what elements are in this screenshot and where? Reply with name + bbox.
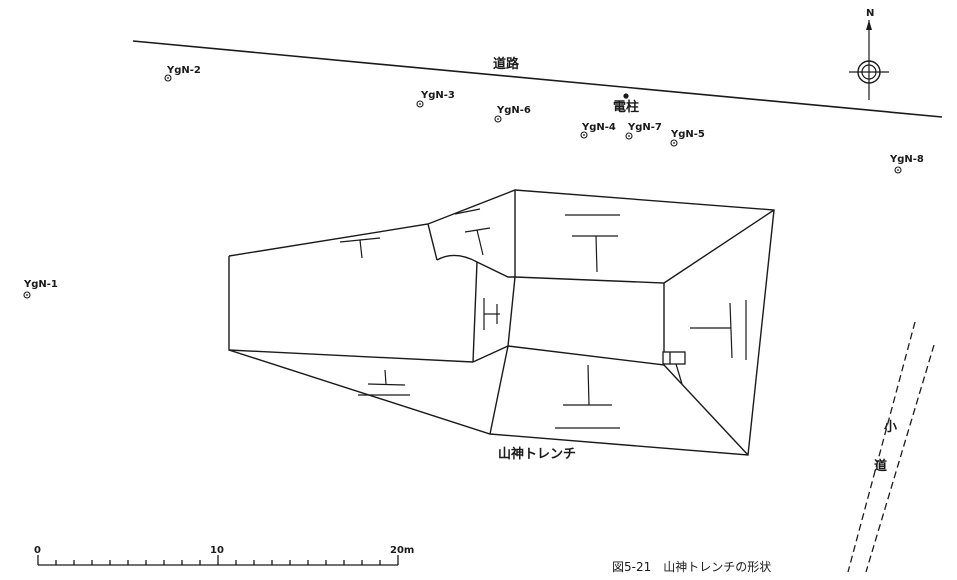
svg-text:YgN-5: YgN-5 <box>670 129 705 140</box>
svg-text:YgN-1: YgN-1 <box>23 279 58 290</box>
survey-point-ygn-1: YgN-1 <box>23 279 58 299</box>
north-arrow-icon: N <box>849 8 889 100</box>
utility-pole-marker <box>623 93 629 99</box>
scale-label-0: 0 <box>34 545 41 556</box>
footpath-label-1: 小 <box>884 420 897 435</box>
survey-point-ygn-3: YgN-3 <box>416 90 455 108</box>
sanjin-trench <box>228 189 775 456</box>
svg-text:YgN-8: YgN-8 <box>889 154 924 165</box>
road-line <box>132 40 943 118</box>
svg-text:YgN-4: YgN-4 <box>581 122 616 133</box>
trench-outer-outline <box>228 189 775 456</box>
utility-pole-label: 電柱 <box>613 99 639 115</box>
trench-label: 山神トレンチ <box>498 446 576 462</box>
survey-point-ygn-2: YgN-2 <box>164 65 201 82</box>
svg-text:YgN-2: YgN-2 <box>166 65 201 76</box>
scale-label-20: 20m <box>390 545 414 556</box>
footpath <box>847 321 935 573</box>
svg-text:YgN-3: YgN-3 <box>420 90 455 101</box>
slope-marks <box>339 208 747 429</box>
footpath-label-2: 道 <box>874 458 887 474</box>
road-label: 道路 <box>493 56 520 72</box>
svg-text:YgN-6: YgN-6 <box>496 105 531 116</box>
survey-point-ygn-6: YgN-6 <box>494 105 531 123</box>
survey-point-ygn-5: YgN-5 <box>670 129 705 147</box>
scale-label-10: 10 <box>210 545 224 556</box>
survey-point-ygn-7: YgN-7 <box>625 122 662 140</box>
small-structure <box>662 351 686 385</box>
trench-inner-pit <box>507 276 665 366</box>
survey-point-ygn-8: YgN-8 <box>889 154 924 174</box>
svg-text:YgN-7: YgN-7 <box>627 122 662 133</box>
scale-bar <box>37 555 399 566</box>
figure-caption: 図5-21 山神トレンチの形状 <box>612 560 771 574</box>
north-label: N <box>866 8 874 19</box>
survey-point-ygn-4: YgN-4 <box>580 122 616 139</box>
